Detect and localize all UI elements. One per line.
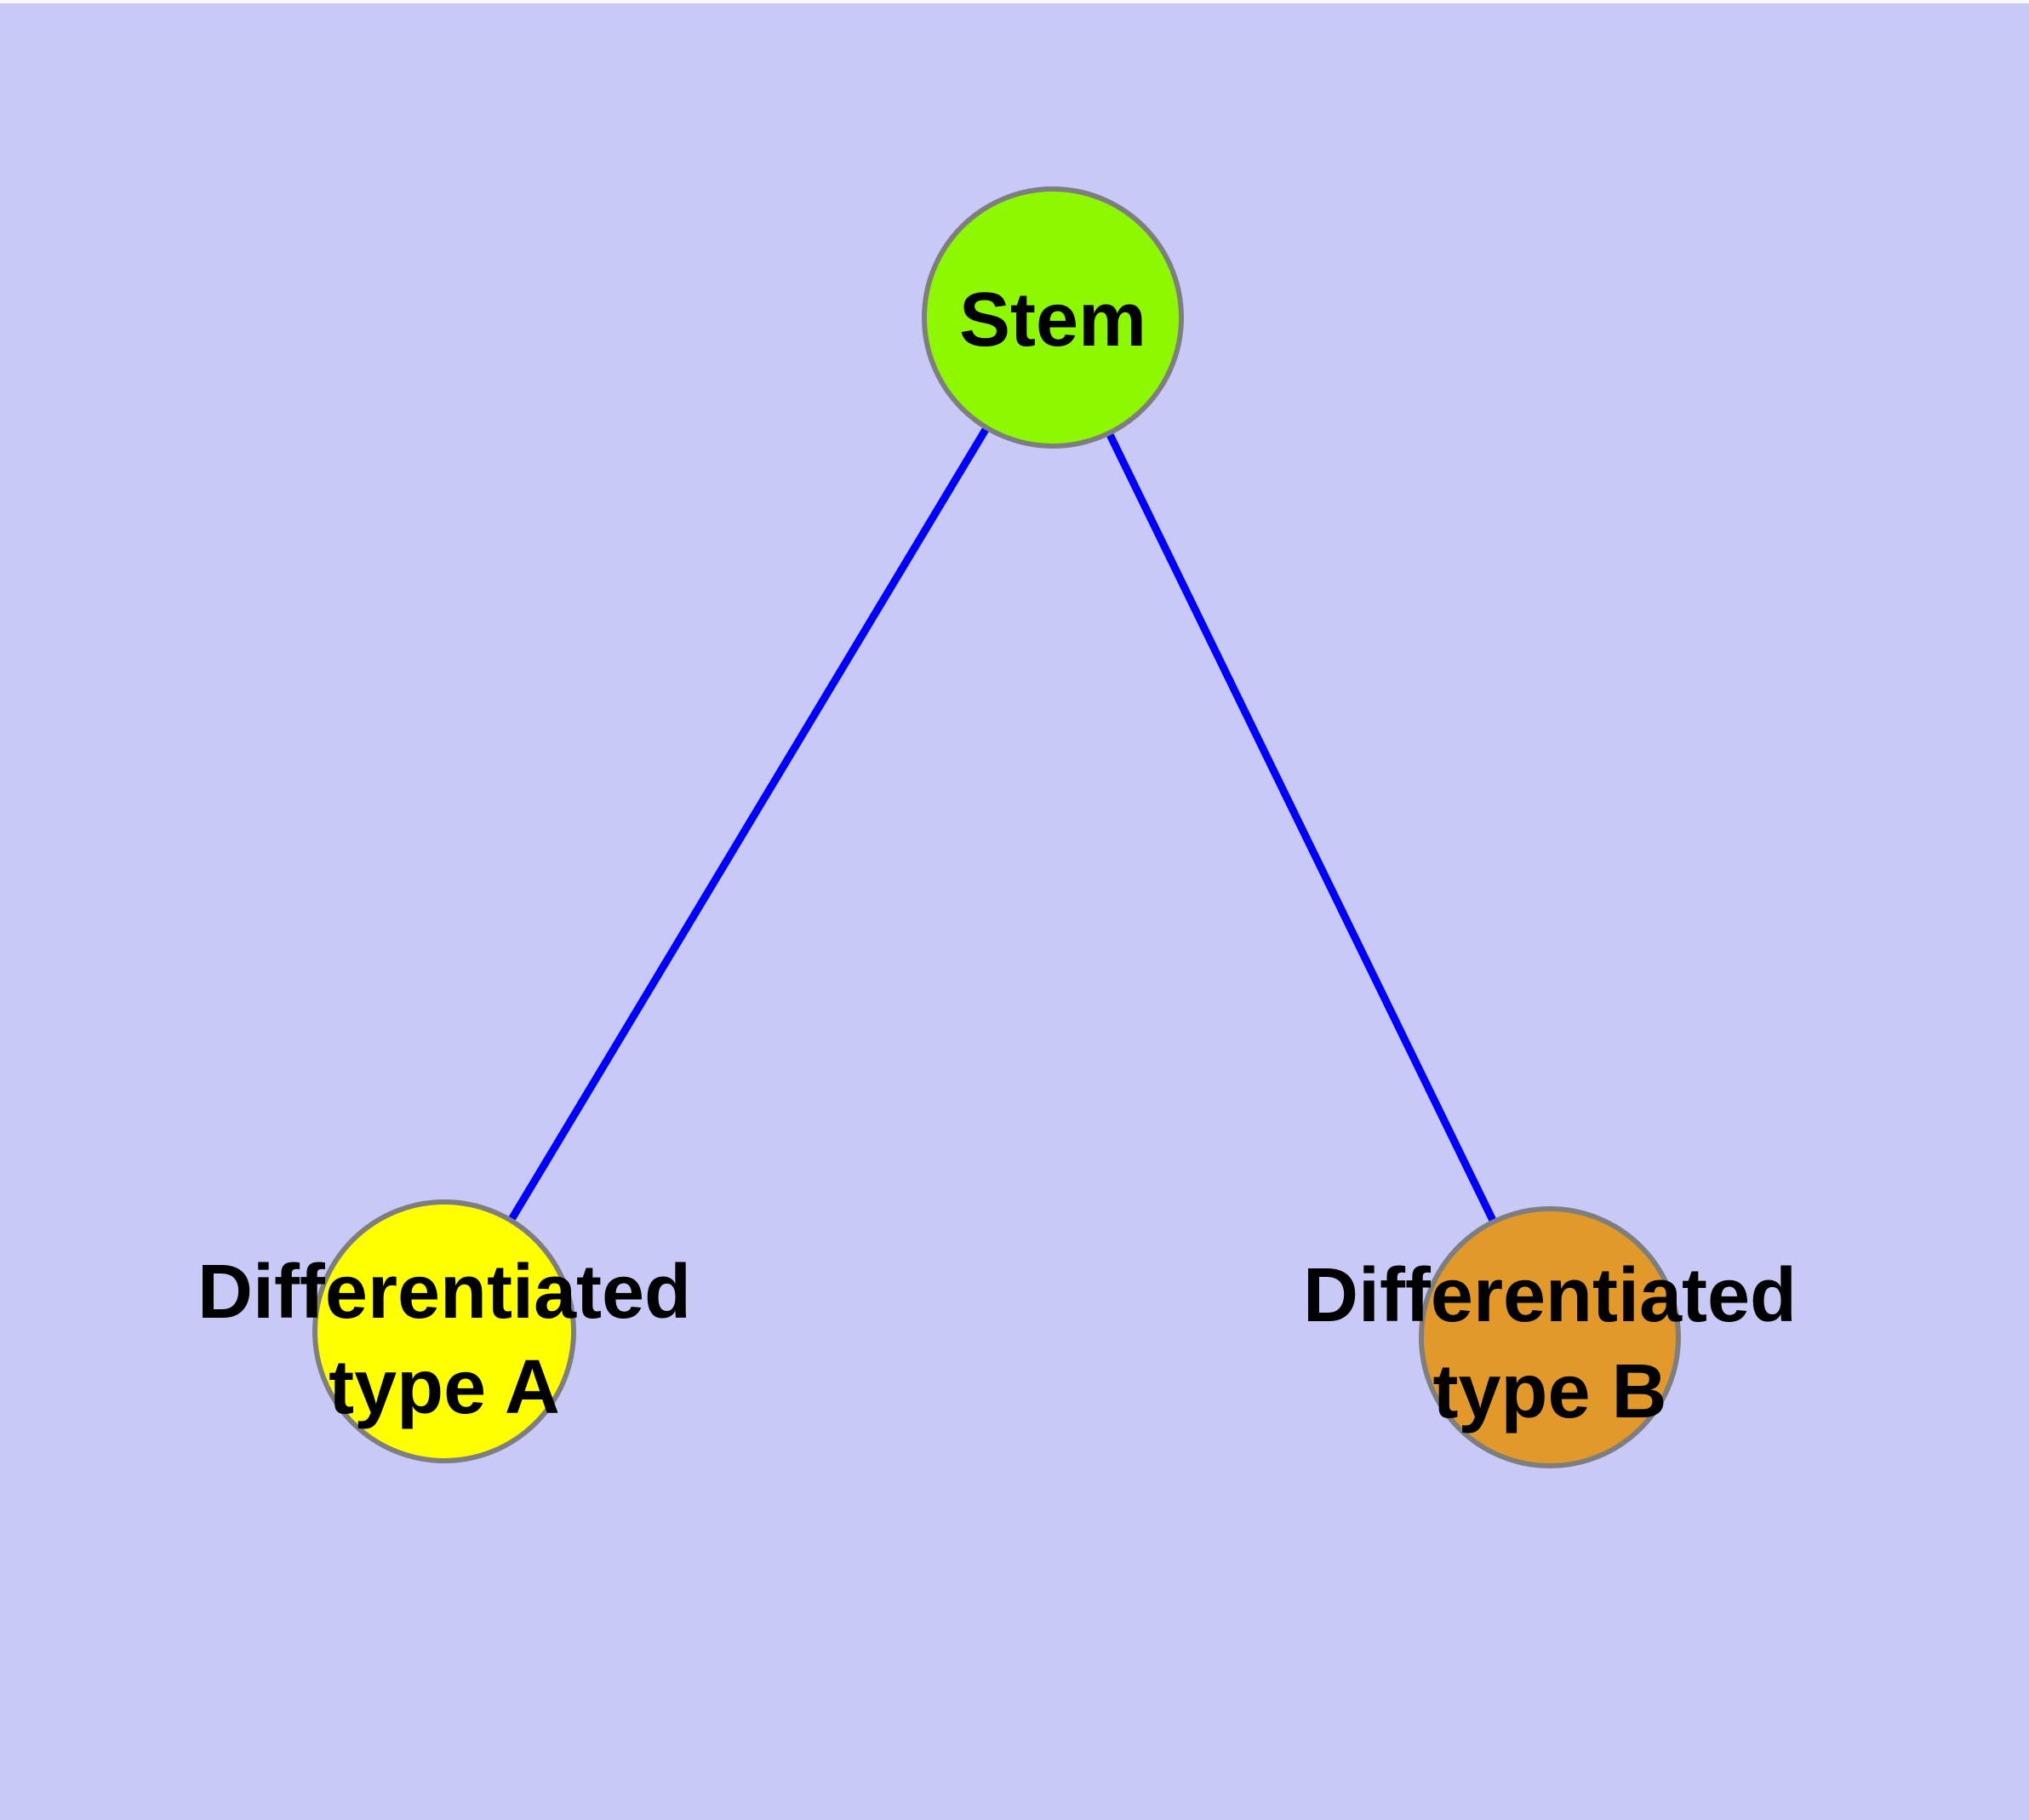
differentiated-type-b-label-line2: type B [1432, 1349, 1666, 1434]
top-border [0, 0, 2029, 3]
differentiated-type-b-node: Differentiated type B [1303, 1206, 1797, 1468]
differentiated-type-a-node: Differentiated type A [197, 1199, 691, 1463]
differentiated-type-b-label-line1: Differentiated [1303, 1253, 1797, 1338]
differentiated-type-b-circle [1419, 1206, 1681, 1468]
edge-stem-to-type-b [1049, 316, 1554, 1339]
stem-node-circle [922, 186, 1184, 449]
stem-node-label: Stem [959, 278, 1146, 363]
differentiated-type-a-circle [312, 1199, 576, 1463]
differentiated-type-a-label-line1: Differentiated [197, 1250, 691, 1335]
edge-stem-to-type-a [441, 315, 1056, 1334]
differentiated-type-a-label-line2: type A [329, 1345, 560, 1430]
stem-node: Stem [922, 186, 1184, 449]
